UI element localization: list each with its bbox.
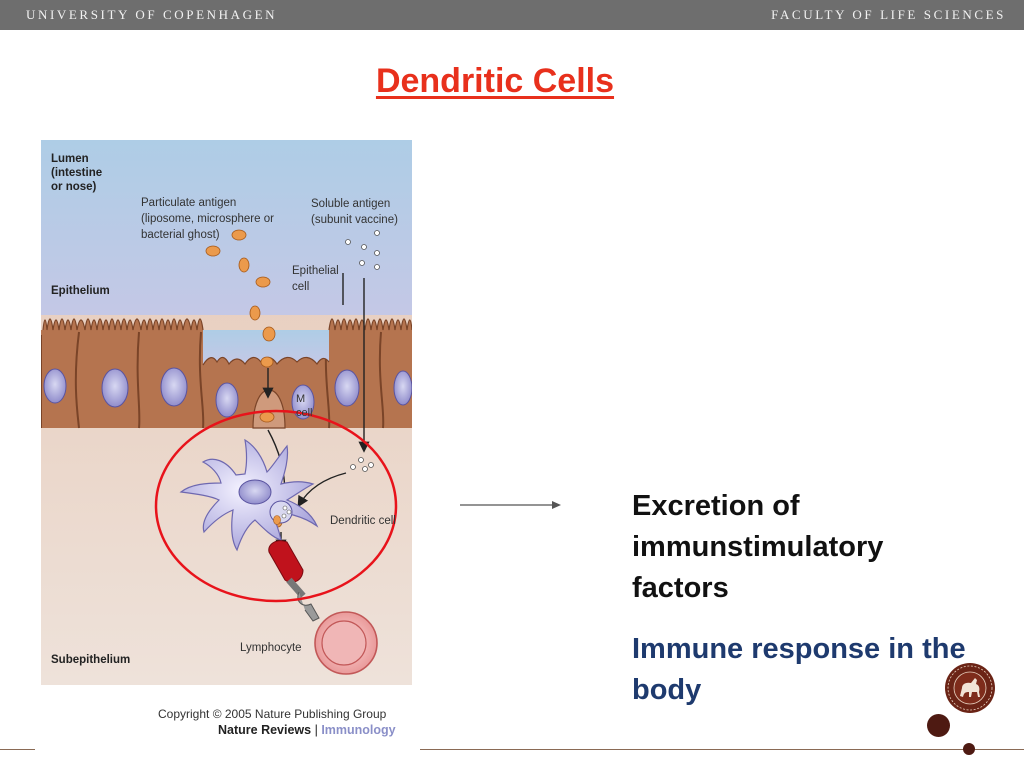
university-name: UNIVERSITY OF COPENHAGEN xyxy=(26,7,278,22)
immune-response-text: Immune response in the body xyxy=(632,633,966,706)
slide-title: Dendritic Cells xyxy=(375,62,615,100)
footer-rule-left xyxy=(0,749,35,750)
lymphocyte xyxy=(314,611,378,675)
dendritic-cell-highlight xyxy=(154,409,398,603)
epithelium-layer xyxy=(41,318,412,429)
label-particulate-2: (liposome, microsphere or xyxy=(141,213,274,225)
journal-section: Immunology xyxy=(321,723,396,737)
faculty-name: FACULTY OF LIFE SCIENCES xyxy=(771,7,1006,22)
label-epithelial-cell-2: cell xyxy=(292,281,309,293)
brand-dot-small xyxy=(963,743,975,755)
brand-dot-large xyxy=(927,714,950,737)
journal-separator: | xyxy=(314,723,318,737)
label-lymphocyte: Lymphocyte xyxy=(240,642,302,654)
label-epithelial-cell-1: Epithelial xyxy=(292,265,339,277)
label-subepithelium: Subepithelium xyxy=(51,654,130,666)
label-soluble-2: (subunit vaccine) xyxy=(311,214,398,226)
right-arrow-icon xyxy=(460,501,561,509)
label-lumen-3: or nose) xyxy=(51,181,97,193)
header-bar: UNIVERSITY OF COPENHAGEN FACULTY OF LIFE… xyxy=(0,0,1024,30)
label-particulate-1: Particulate antigen xyxy=(141,197,236,209)
footer-rule-right xyxy=(420,749,1024,750)
label-lumen-1: Lumen xyxy=(51,153,89,165)
figure-copyright: Copyright © 2005 Nature Publishing Group xyxy=(158,707,387,721)
excretion-text: Excretion of immunstimulatory factors xyxy=(632,490,884,604)
dendritic-cell-diagram: Lumen (intestine or nose) Particulate an… xyxy=(41,140,412,685)
soluble-antigen-particles xyxy=(345,230,380,472)
label-m-cell-1: M xyxy=(296,393,305,405)
label-soluble-1: Soluble antigen xyxy=(311,198,390,210)
label-lumen-2: (intestine xyxy=(51,167,102,179)
journal-name: Nature Reviews xyxy=(218,723,312,737)
figure-source: Nature Reviews | Immunology xyxy=(218,723,396,737)
label-m-cell-2: cell xyxy=(296,407,313,419)
university-seal-icon xyxy=(945,663,995,713)
label-epithelium: Epithelium xyxy=(51,285,110,297)
dendritic-cell xyxy=(179,438,319,552)
label-particulate-3: bacterial ghost) xyxy=(141,229,220,241)
label-dendritic-cell: Dendritic cell xyxy=(330,515,396,527)
mhc-receptor xyxy=(268,540,320,622)
